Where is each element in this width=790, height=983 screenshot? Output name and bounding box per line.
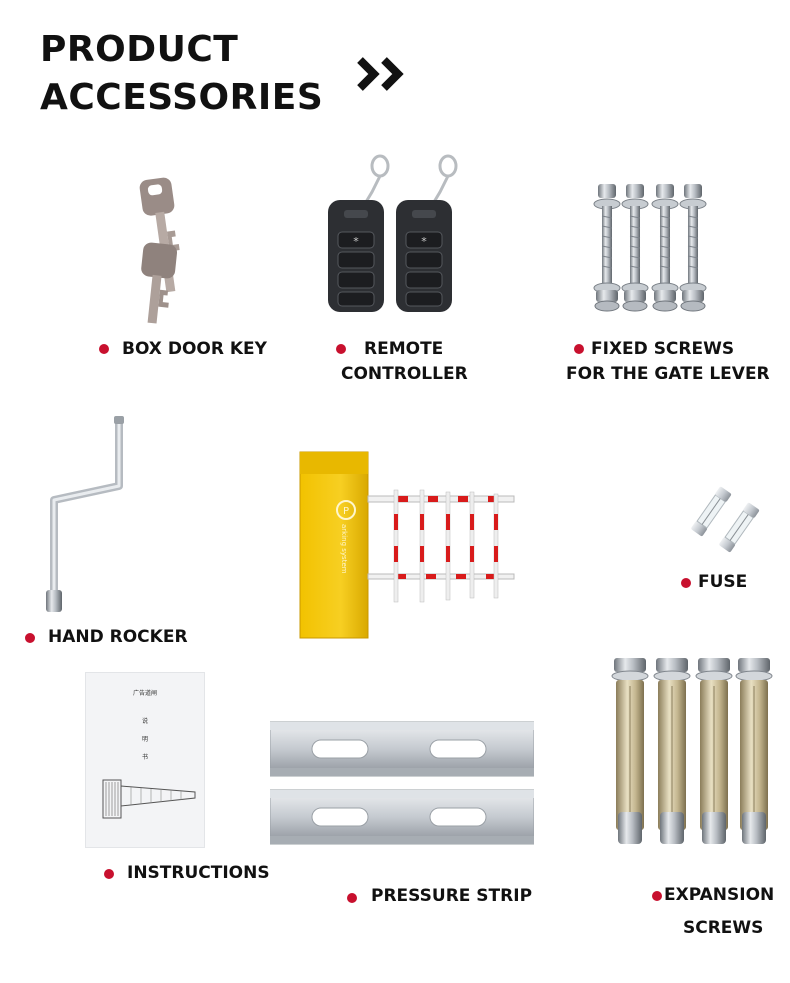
label-fuse: FUSE bbox=[698, 572, 748, 592]
label-pressure-strip: PRESSURE STRIP bbox=[371, 886, 533, 906]
key-icon bbox=[139, 177, 180, 324]
svg-text:*: * bbox=[353, 235, 359, 248]
bullet-dot bbox=[347, 893, 357, 903]
label-expansion-screws-line2: SCREWS bbox=[683, 918, 764, 938]
manual-icon: 广告道闸 说 明 书 bbox=[85, 672, 205, 848]
bolt-icon bbox=[593, 183, 707, 312]
label-instructions: INSTRUCTIONS bbox=[127, 863, 270, 883]
label-hand-rocker: HAND ROCKER bbox=[48, 627, 188, 647]
manual-title-char: 说 bbox=[141, 718, 148, 725]
page-title: PRODUCT ACCESSORIES bbox=[40, 26, 323, 122]
svg-text:P: P bbox=[343, 506, 349, 517]
title-line-2: ACCESSORIES bbox=[40, 77, 324, 118]
bullet-dot bbox=[681, 578, 691, 588]
pressure-strip-icon bbox=[270, 721, 534, 845]
manual-title-char: 明 bbox=[141, 736, 148, 743]
barrier-gate-icon: P arking system bbox=[299, 451, 515, 639]
remote-icon: * * bbox=[328, 154, 458, 312]
crank-icon bbox=[46, 416, 124, 612]
fuse-icon bbox=[691, 486, 760, 552]
label-fixed-screws-line2: FOR THE GATE LEVER bbox=[566, 364, 770, 384]
title-line-1: PRODUCT bbox=[40, 29, 239, 70]
double-chevron-right-icon bbox=[357, 57, 404, 91]
svg-text:*: * bbox=[421, 235, 427, 248]
expansion-bolt-icon bbox=[611, 657, 773, 845]
bullet-dot bbox=[99, 344, 109, 354]
bullet-dot bbox=[104, 869, 114, 879]
manual-title: 广告道闸 bbox=[132, 690, 157, 697]
manual-title-char: 书 bbox=[141, 754, 148, 761]
cabinet-text: arking system bbox=[340, 524, 348, 574]
label-fixed-screws-line1: FIXED SCREWS bbox=[591, 339, 735, 359]
manual-gate-drawing bbox=[102, 779, 196, 819]
bullet-dot bbox=[336, 344, 346, 354]
bullet-dot bbox=[574, 344, 584, 354]
bullet-dot bbox=[652, 891, 662, 901]
label-expansion-screws-line1: EXPANSION bbox=[664, 885, 775, 905]
label-remote-controller-line2: CONTROLLER bbox=[341, 364, 468, 384]
bullet-dot bbox=[25, 633, 35, 643]
label-box-door-key: BOX DOOR KEY bbox=[122, 339, 267, 359]
label-remote-controller-line1: REMOTE bbox=[364, 339, 444, 359]
